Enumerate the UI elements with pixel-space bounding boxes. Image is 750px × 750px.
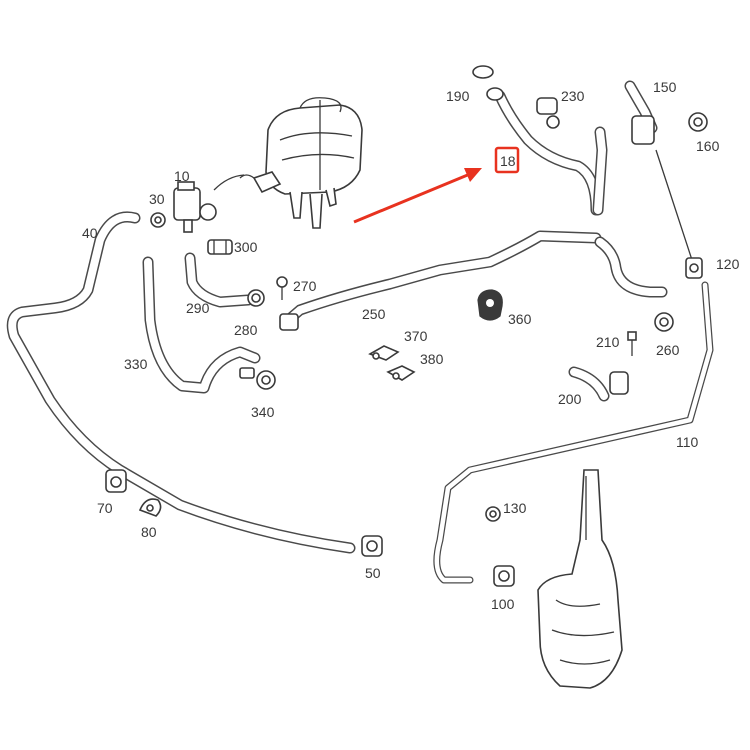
clip-370	[368, 345, 400, 361]
clamp-50	[361, 535, 383, 557]
sensor-360	[477, 289, 503, 321]
label-330: 330	[124, 356, 148, 372]
label-210: 210	[596, 334, 620, 350]
label-120: 120	[716, 256, 740, 272]
clamp-260	[654, 312, 674, 332]
label-150: 150	[653, 79, 677, 95]
label-10: 10	[174, 168, 190, 184]
clamp-280	[247, 289, 265, 307]
hose-150	[624, 80, 693, 261]
label-190: 190	[446, 88, 470, 104]
clamp-230	[536, 97, 560, 129]
hose-upper-right	[494, 90, 608, 216]
label-70: 70	[97, 500, 113, 516]
label-230: 230	[561, 88, 585, 104]
hose-290	[184, 252, 254, 308]
fitting-200	[568, 366, 629, 402]
washer-reservoir	[537, 469, 623, 689]
bolt-270	[276, 276, 288, 300]
clamp-70	[105, 469, 127, 493]
part-labels: 18 190 230 150 160 10 30 40 300 270 120 …	[82, 79, 740, 612]
label-340: 340	[251, 404, 275, 420]
label-300: 300	[234, 239, 258, 255]
label-40: 40	[82, 225, 98, 241]
valve-10	[173, 181, 217, 233]
clamp-130	[485, 506, 501, 522]
label-290: 290	[186, 300, 210, 316]
hose-260-branch	[594, 236, 668, 298]
clip-380	[386, 365, 416, 381]
tank-connector	[213, 171, 282, 194]
hose-330	[142, 256, 261, 394]
bracket-120	[685, 257, 703, 279]
label-30: 30	[149, 191, 165, 207]
label-160: 160	[696, 138, 720, 154]
label-50: 50	[365, 565, 381, 581]
expansion-tank	[265, 97, 363, 229]
label-100: 100	[491, 596, 515, 612]
label-130: 130	[503, 500, 527, 516]
clamp-340	[239, 367, 276, 390]
highlight-box	[494, 146, 520, 174]
label-110: 110	[676, 434, 699, 450]
label-360: 360	[508, 311, 532, 327]
label-270: 270	[293, 278, 317, 294]
highlight-arrow	[353, 168, 482, 224]
clamp-300	[207, 239, 233, 255]
label-250: 250	[362, 306, 386, 322]
hose-40	[6, 211, 356, 554]
label-200: 200	[558, 391, 582, 407]
label-18: 18	[500, 153, 516, 169]
label-380: 380	[420, 351, 444, 367]
clamp-190	[472, 65, 504, 101]
bolt-210	[627, 331, 637, 356]
hose-250	[279, 230, 602, 331]
hose-110	[433, 281, 714, 584]
label-80: 80	[141, 524, 157, 540]
clamp-80	[138, 498, 162, 517]
clamp-30	[150, 212, 166, 228]
label-260: 260	[656, 342, 680, 358]
clamp-160	[688, 112, 708, 132]
label-280: 280	[234, 322, 258, 338]
label-370: 370	[404, 328, 428, 344]
clamp-100	[493, 565, 515, 587]
